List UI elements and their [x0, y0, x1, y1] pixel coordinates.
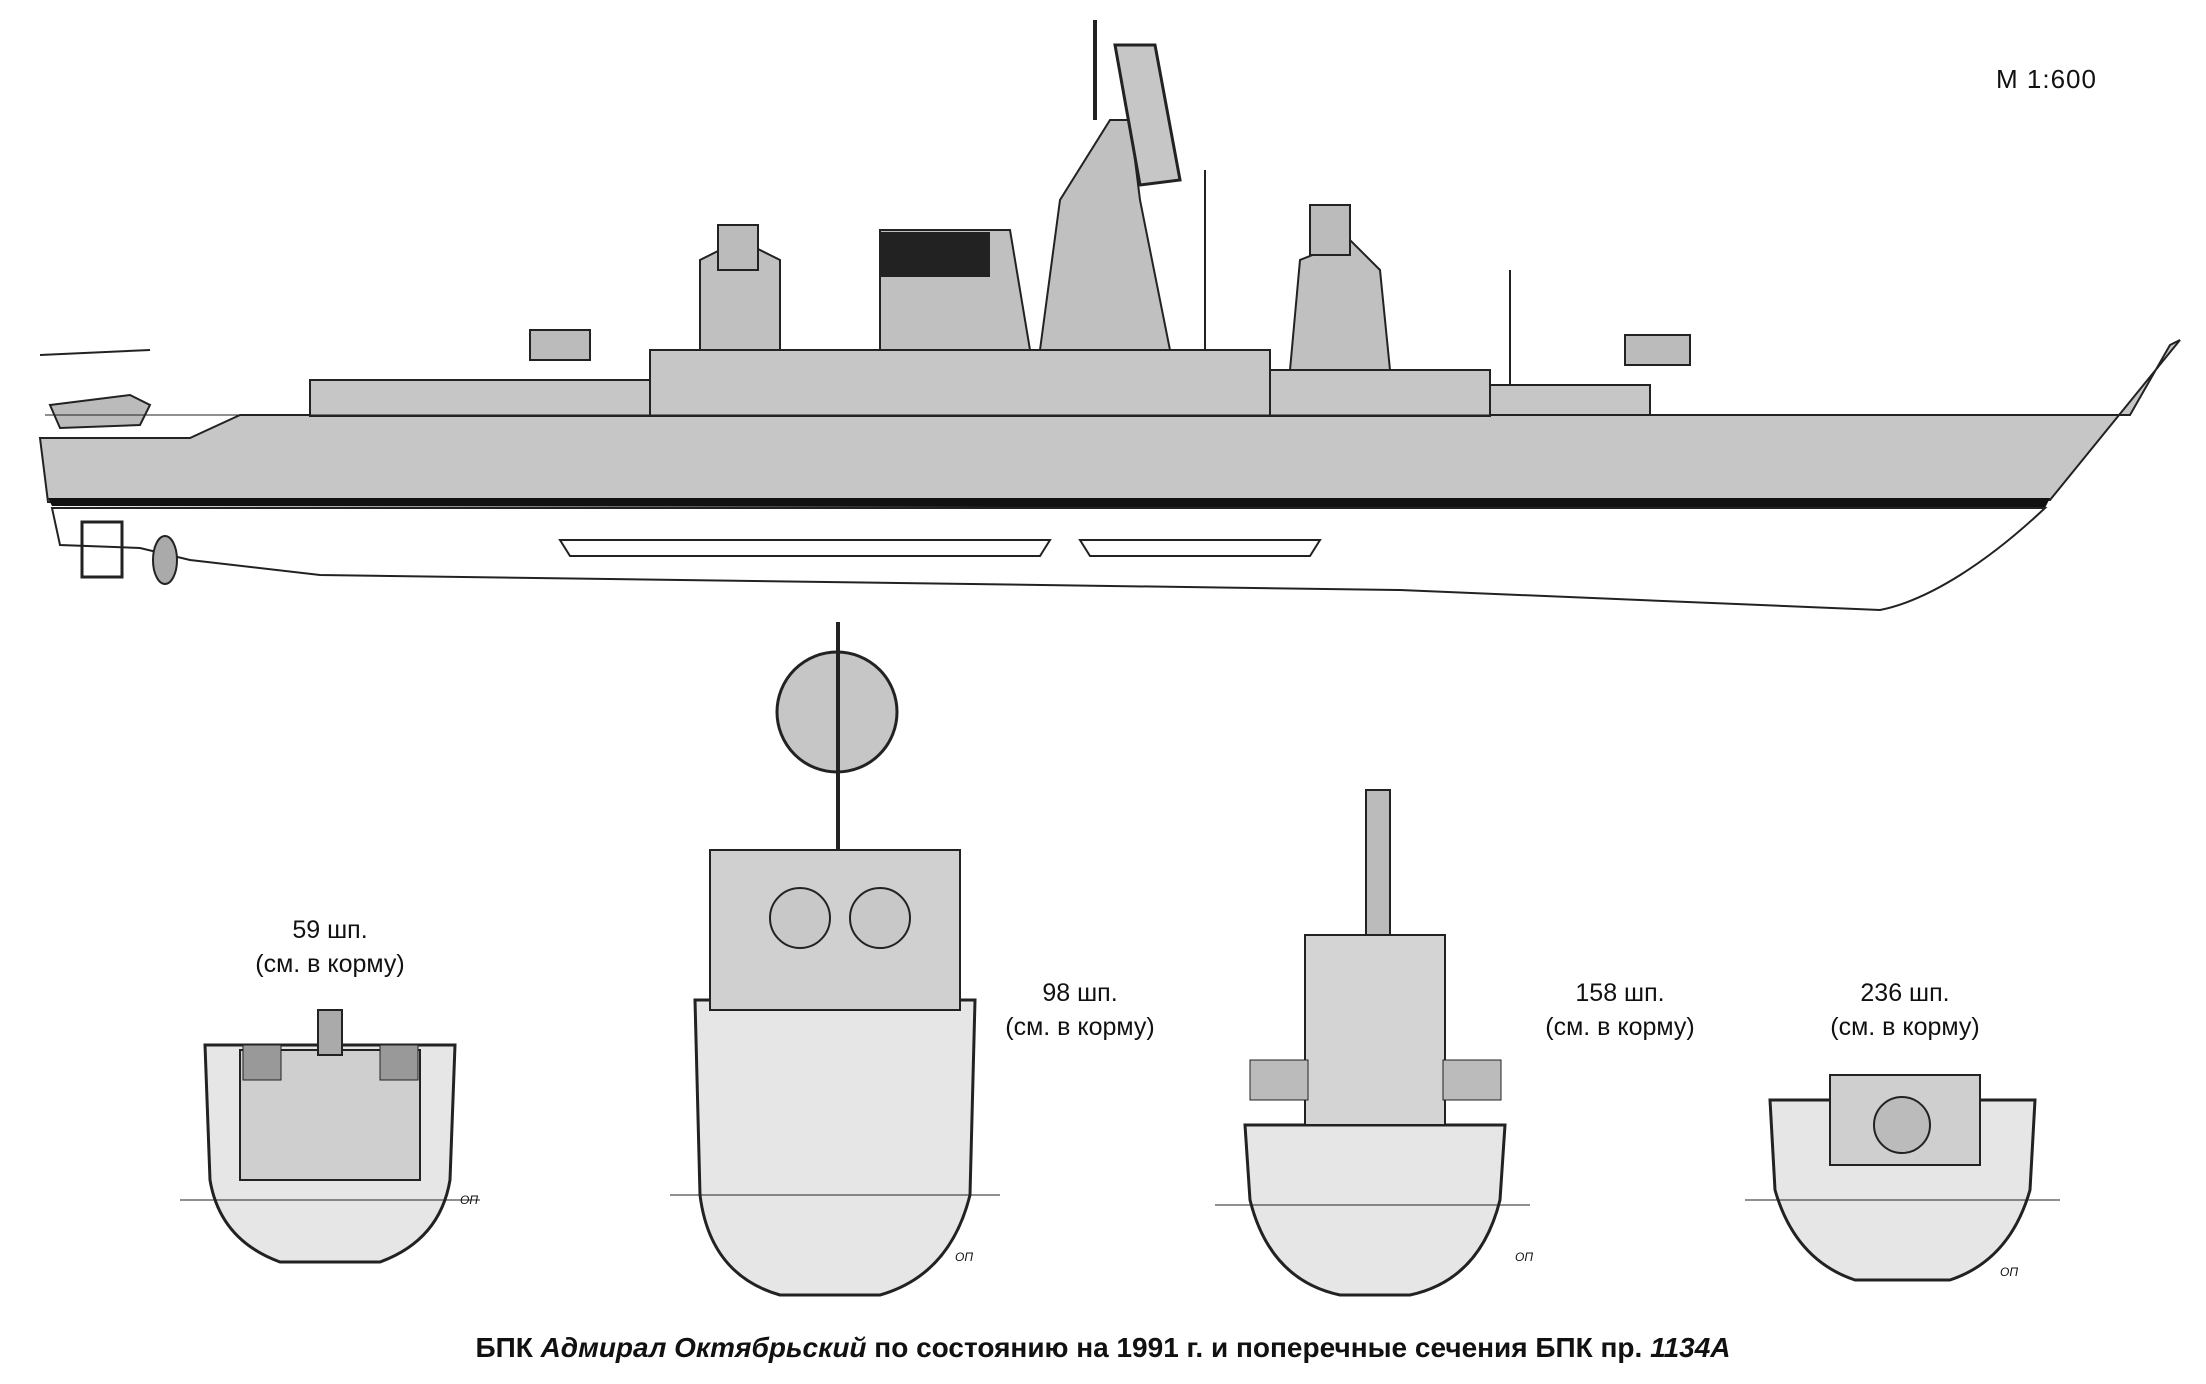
section-label-236: 236 шп. (см. в корму) [1810, 976, 2000, 1044]
caption-ship-name: Адмирал Октябрьский [540, 1332, 867, 1363]
scale-label: М 1:600 [1996, 64, 2097, 94]
op-mark-59: ОП [460, 1193, 479, 1207]
frame-number: 158 шп. [1575, 979, 1665, 1007]
view-direction: (см. в корму) [1545, 1013, 1695, 1041]
caption-middle: по состоянию на 1991 г. и поперечные сеч… [866, 1332, 1651, 1363]
figure-caption: БПК Адмирал Октябрьский по состоянию на … [0, 1332, 2206, 1364]
frame-number: 59 шп. [292, 916, 368, 944]
section-label-158: 158 шп. (см. в корму) [1530, 976, 1710, 1044]
op-mark-158: ОП [1515, 1250, 1534, 1264]
op-mark-98: ОП [955, 1250, 974, 1264]
frame-number: 98 шп. [1042, 979, 1118, 1007]
view-direction: (см. в корму) [1830, 1013, 1980, 1041]
section-label-59: 59 шп. (см. в корму) [230, 913, 430, 981]
op-mark-236: ОП [2000, 1265, 2019, 1279]
section-label-98: 98 шп. (см. в корму) [990, 976, 1170, 1044]
ship-side-profile [38, 20, 2181, 612]
frame-number: 236 шп. [1860, 979, 1950, 1007]
view-direction: (см. в корму) [1005, 1013, 1155, 1041]
caption-project: 1134А [1650, 1332, 1731, 1363]
caption-prefix: БПК [475, 1332, 541, 1363]
view-direction: (см. в корму) [255, 950, 405, 978]
